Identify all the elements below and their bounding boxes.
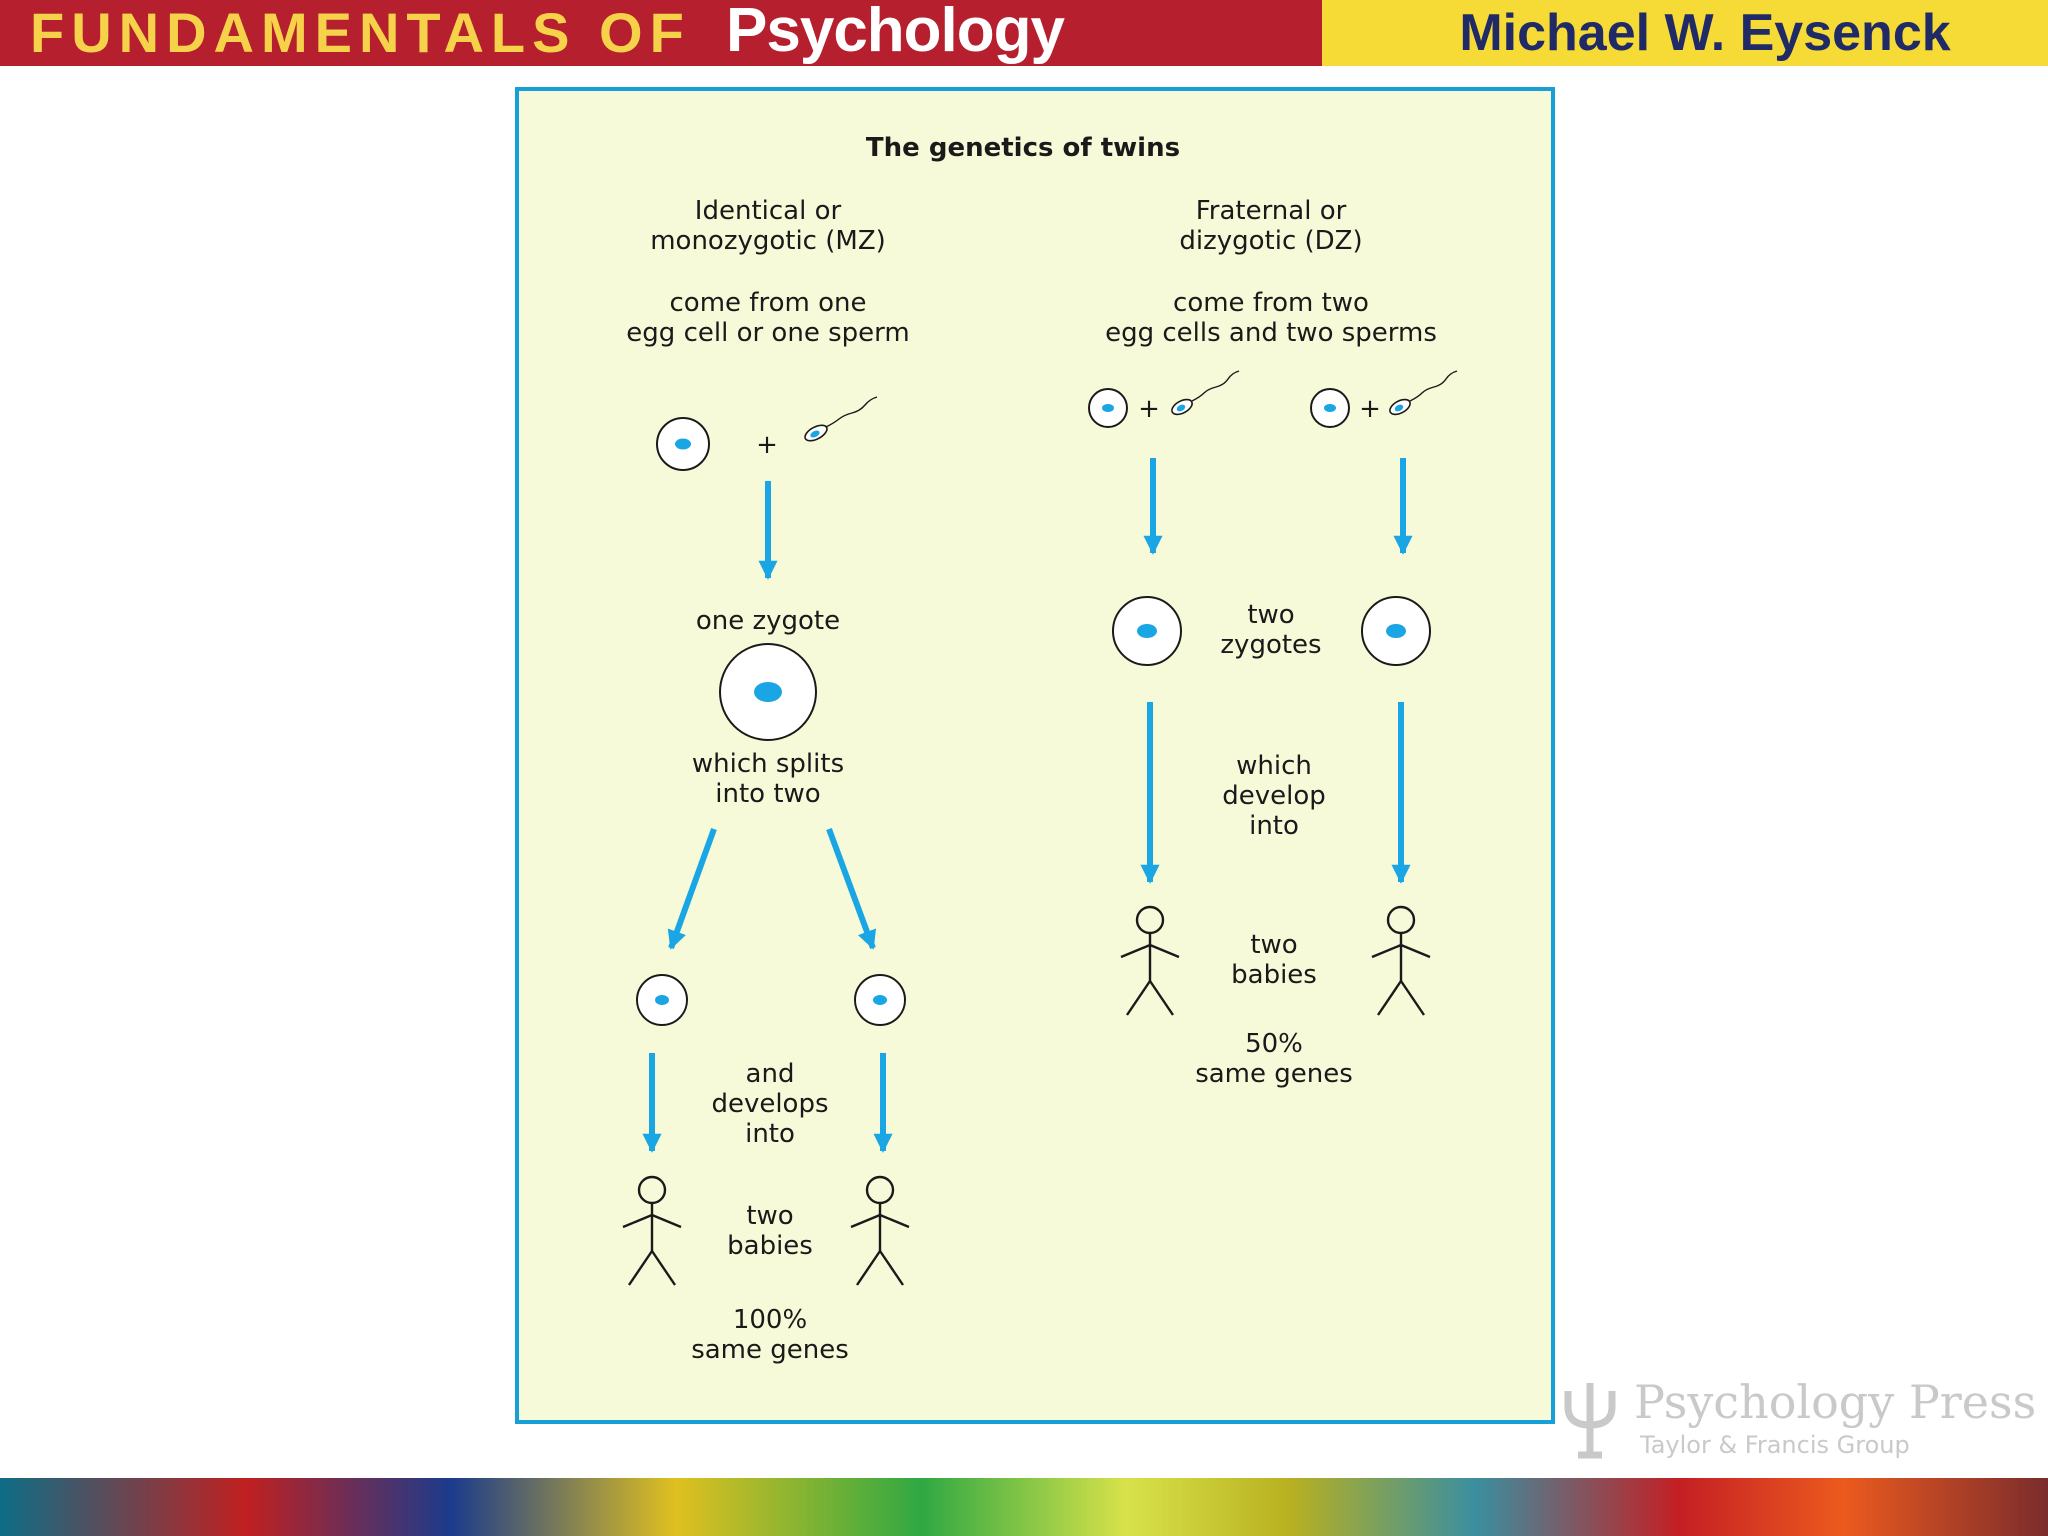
dz-develop-label-line2: develop: [1222, 781, 1326, 811]
dz-zygote-left: [1112, 596, 1182, 666]
mz-split-label-line2: into two: [715, 779, 820, 809]
mz-plus-sign: +: [756, 430, 778, 460]
dz-egg-cell-left: [1088, 388, 1128, 428]
dz-develop-label-line3: into: [1249, 811, 1299, 841]
dz-zygote-right: [1361, 596, 1431, 666]
publisher-psi-icon: [1564, 1383, 1616, 1459]
mz-zygote-label: one zygote: [696, 606, 840, 636]
subject-label: Psychology: [726, 0, 1065, 65]
mz-baby-right-icon: [850, 1175, 910, 1286]
dz-baby-right-icon: [1371, 905, 1431, 1016]
mz-cell-left: [636, 974, 688, 1026]
mz-split-arrow-right: [826, 827, 877, 950]
mz-heading-line2: monozygotic (MZ): [650, 226, 886, 256]
mz-cell-right: [854, 974, 906, 1026]
dz-genes-label-line2: same genes: [1195, 1059, 1353, 1089]
dz-babies-label-line2: babies: [1231, 960, 1317, 990]
mz-develop-label-line1: and: [746, 1059, 795, 1089]
mz-zygote-cell: [719, 643, 817, 741]
mz-split-label-line1: which splits: [692, 749, 844, 779]
twins-diagram: The genetics of twins Identical or monoz…: [622, 133, 1458, 1365]
mz-genes-label-line1: 100%: [733, 1305, 807, 1335]
dz-sperm-icon-left: [1171, 370, 1240, 416]
publisher-name: Psychology Press: [1634, 1375, 2037, 1429]
dz-develop-label-line1: which: [1236, 751, 1312, 781]
mz-sperm-icon: [804, 396, 878, 442]
publisher-group: Taylor & Francis Group: [1640, 1431, 1910, 1459]
dz-egg-cell-right: [1310, 388, 1350, 428]
banner-left-panel: [0, 0, 1322, 66]
mz-babies-label-line1: two: [746, 1201, 793, 1231]
dz-origin-line1: come from two: [1173, 288, 1369, 318]
mz-origin-line2: egg cell or one sperm: [626, 318, 909, 348]
mz-babies-label-line2: babies: [727, 1231, 813, 1261]
mz-origin-line1: come from one: [670, 288, 867, 318]
dz-zygote-label-line2: zygotes: [1220, 630, 1321, 660]
dz-babies-label-line1: two: [1250, 930, 1297, 960]
dz-origin-line2: egg cells and two sperms: [1105, 318, 1437, 348]
decorative-footer-strip: [0, 1478, 2048, 1536]
dz-plus-sign-right: +: [1359, 394, 1381, 424]
dz-heading-line1: Fraternal or: [1196, 196, 1347, 226]
title-banner: FUNDAMENTALS OF Psychology Michael W. Ey…: [0, 0, 2048, 66]
mz-egg-cell: [656, 417, 710, 471]
author-label: Michael W. Eysenck: [1459, 4, 1951, 62]
dz-genes-label-line1: 50%: [1245, 1029, 1303, 1059]
dz-baby-left-icon: [1120, 905, 1180, 1016]
publisher-logo: Psychology Press Taylor & Francis Group: [1554, 1375, 2036, 1465]
mz-heading-line1: Identical or: [695, 196, 842, 226]
dz-sperm-icon-right: [1389, 370, 1458, 416]
dz-zygote-label-line1: two: [1247, 600, 1294, 630]
twins-figure-panel: The genetics of twins Identical or monoz…: [515, 87, 1555, 1424]
dz-heading-line2: dizygotic (DZ): [1179, 226, 1362, 256]
banner-right-panel: [1322, 0, 2048, 66]
mz-develop-label-line2: develops: [711, 1089, 828, 1119]
mz-develop-label-line3: into: [745, 1119, 795, 1149]
figure-title: The genetics of twins: [866, 133, 1180, 163]
mz-genes-label-line2: same genes: [691, 1335, 849, 1365]
mz-split-arrow-left: [667, 827, 717, 950]
series-label: FUNDAMENTALS OF: [30, 1, 691, 64]
dz-plus-sign-left: +: [1138, 394, 1160, 424]
mz-baby-left-icon: [622, 1175, 682, 1286]
